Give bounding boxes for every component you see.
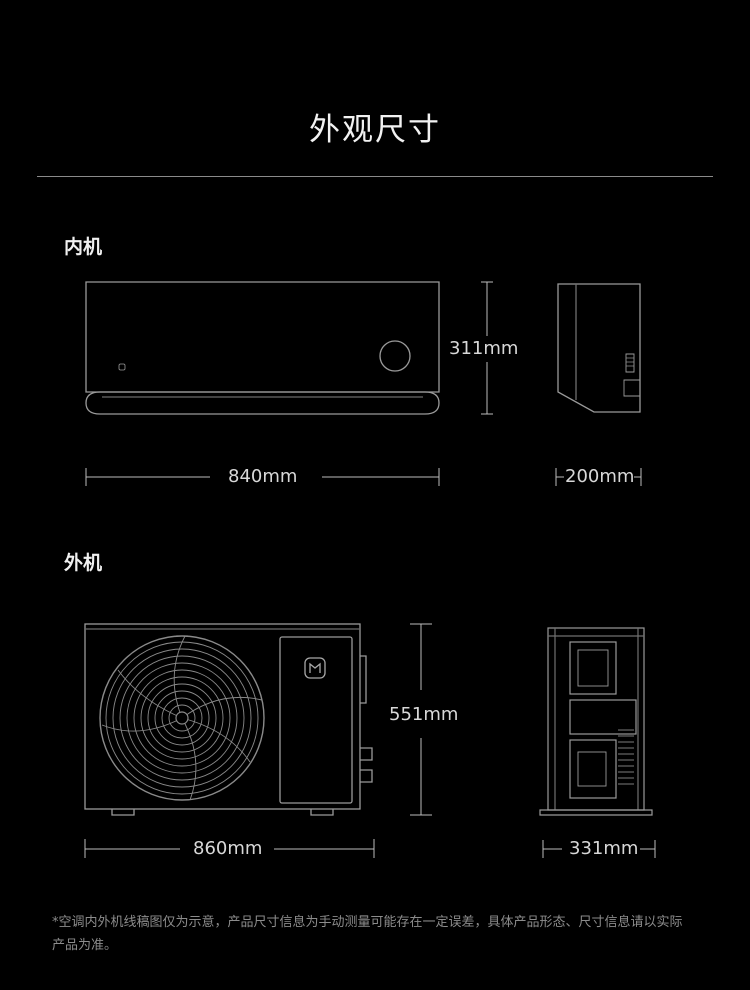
indoor-width-label: 840mm <box>228 466 298 487</box>
indoor-unit-side <box>557 283 641 413</box>
outdoor-unit-side <box>539 627 653 816</box>
outdoor-depth-dimension <box>542 840 656 858</box>
outdoor-height-dimension <box>410 623 432 816</box>
indoor-depth-label: 200mm <box>565 466 635 487</box>
indoor-height-label: 311mm <box>449 338 519 359</box>
indoor-height-dimension <box>481 281 493 415</box>
indoor-section-label: 内机 <box>64 236 103 258</box>
outdoor-depth-label: 331mm <box>569 838 639 859</box>
outdoor-height-label: 551mm <box>389 704 459 725</box>
outdoor-width-label: 860mm <box>193 838 263 859</box>
title-divider <box>37 176 713 177</box>
indoor-depth-dimension <box>555 468 642 486</box>
indoor-logo-icon <box>118 363 126 371</box>
fan-grille-icon <box>99 635 265 801</box>
page-title: 外观尺寸 <box>309 112 441 148</box>
indoor-unit-front <box>85 281 440 415</box>
outdoor-width-dimension <box>84 839 375 858</box>
outdoor-unit-front <box>84 623 373 816</box>
outdoor-section-label: 外机 <box>64 552 103 574</box>
disclaimer-note: *空调内外机线稿图仅为示意，产品尺寸信息为手动测量可能存在一定误差，具体产品形态… <box>52 915 683 953</box>
indoor-width-dimension <box>85 468 440 486</box>
outdoor-logo-icon <box>304 657 326 679</box>
